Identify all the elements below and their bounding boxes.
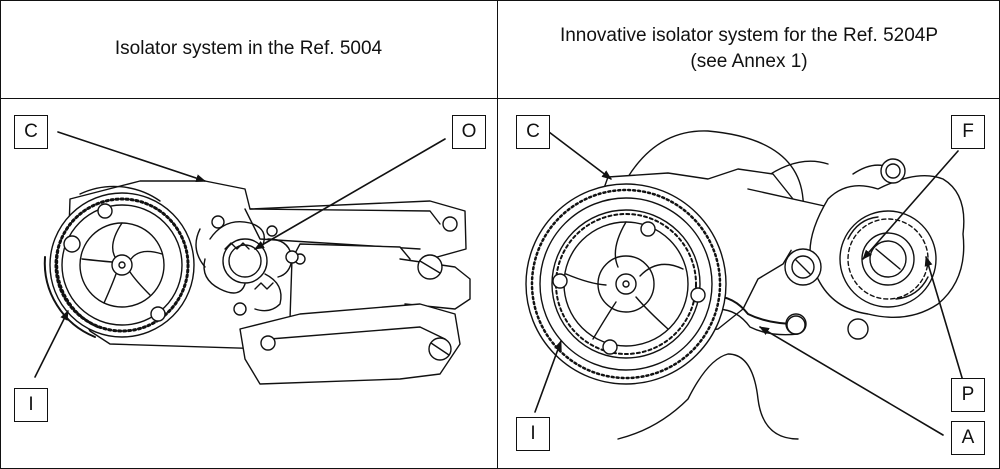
label-i-right: I: [516, 417, 550, 451]
right-header-line1: Innovative isolator system for the Ref. …: [559, 25, 939, 46]
left-header: Isolator system in the Ref. 5004: [0, 0, 497, 98]
label-o-left: O: [452, 115, 486, 149]
label-a-right: A: [951, 421, 985, 455]
label-c-left: C: [14, 115, 48, 149]
label-c-right: C: [516, 115, 550, 149]
ref-5204p-mechanism-drawing: [525, 130, 965, 440]
label-i-left: I: [14, 388, 48, 422]
left-header-text: Isolator system in the Ref. 5004: [114, 38, 383, 59]
header-divider: [0, 98, 1000, 99]
label-p-right: P: [951, 378, 985, 412]
column-divider: [497, 0, 498, 469]
left-diagram-panel: C O I: [0, 99, 497, 469]
ref-5004-mechanism-drawing: [34, 131, 471, 385]
right-diagram-panel: C F P I A: [498, 99, 1000, 469]
right-header: Innovative isolator system for the Ref. …: [498, 0, 1000, 98]
right-header-line2: (see Annex 1): [690, 51, 808, 72]
label-f-right: F: [951, 115, 985, 149]
